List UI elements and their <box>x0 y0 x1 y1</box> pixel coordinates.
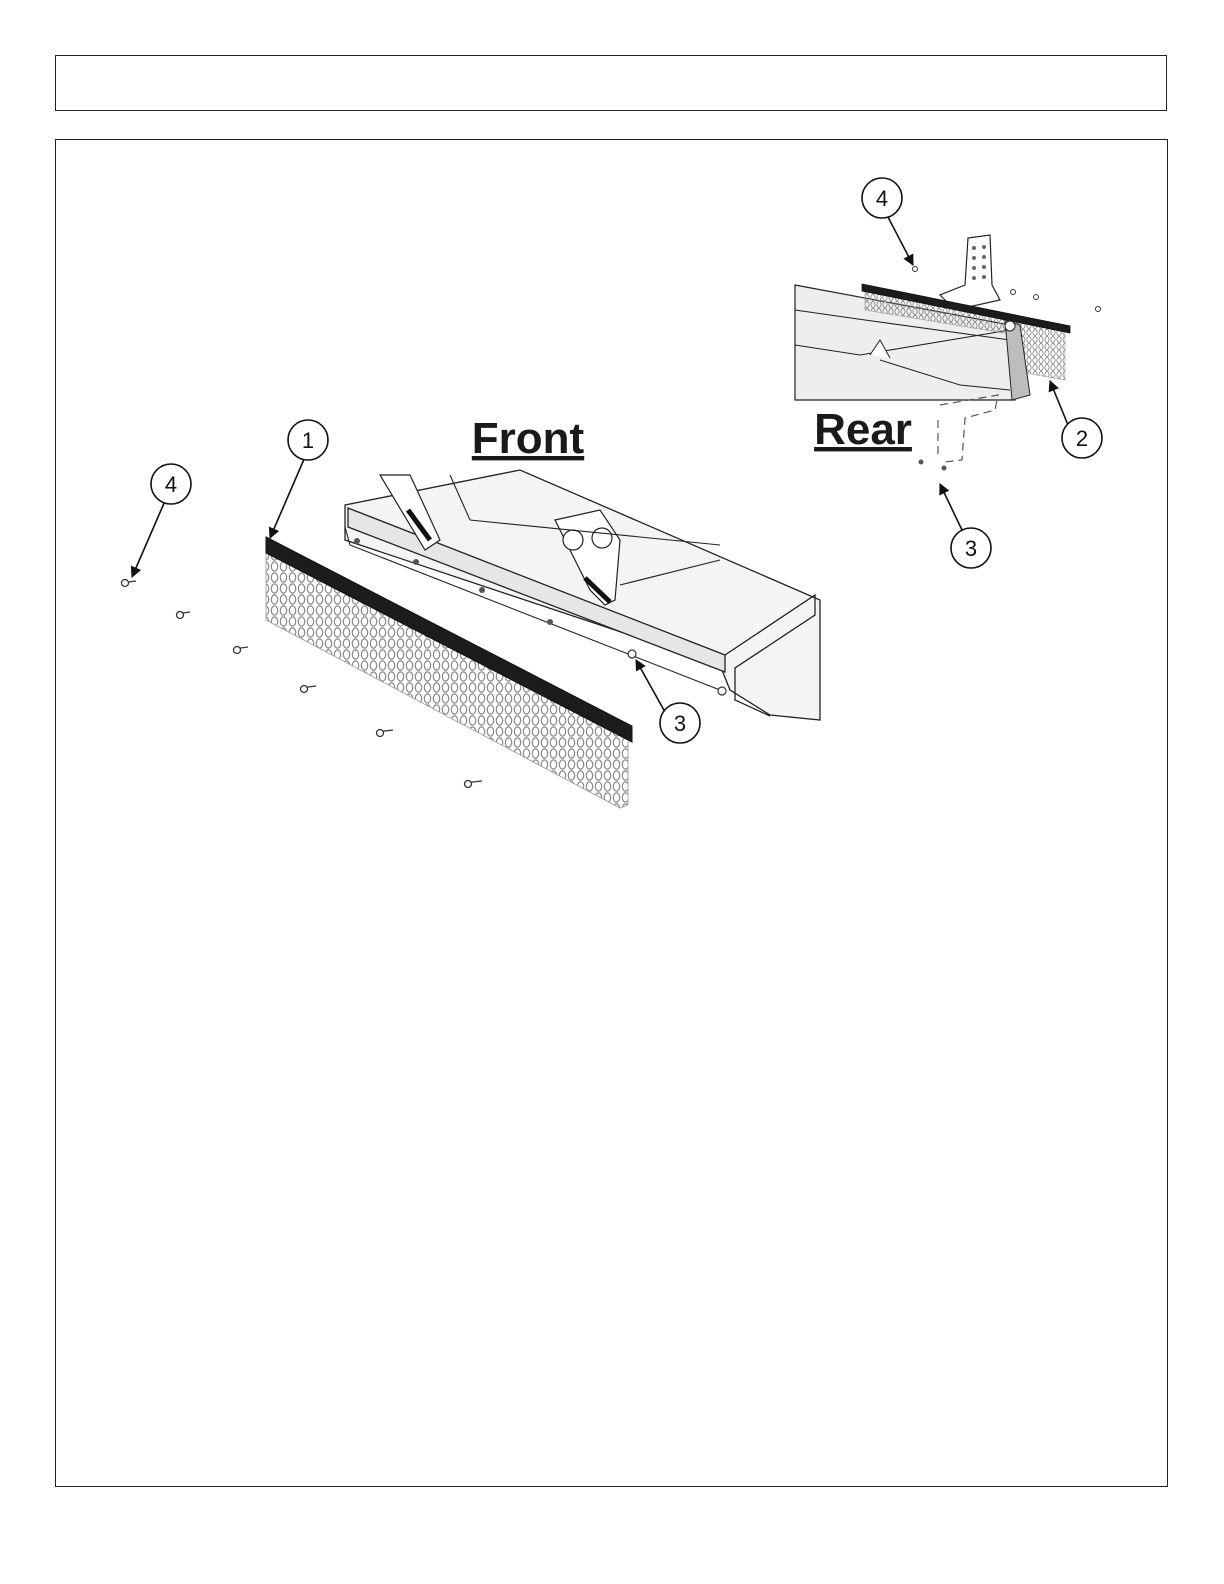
rear-callout-2-label: 2 <box>1076 426 1088 451</box>
front-callout-3-label: 3 <box>674 711 686 736</box>
front-callout-4: 4 <box>132 464 191 577</box>
front-callout-1: 1 <box>270 420 328 538</box>
rear-view-label: Rear <box>814 405 912 454</box>
front-callout-1-label: 1 <box>302 428 314 453</box>
rear-hitch-plate <box>940 235 1000 310</box>
front-view-label: Front <box>472 414 585 463</box>
rear-callout-4: 4 <box>862 178 913 265</box>
front-callout-4-label: 4 <box>165 472 177 497</box>
rear-callout-2: 2 <box>1050 381 1102 458</box>
rear-callout-3-label: 3 <box>965 536 977 561</box>
rear-view: Rear 4 2 3 <box>795 178 1102 568</box>
front-view: Front 1 4 3 <box>121 414 820 808</box>
rear-callout-4-label: 4 <box>876 186 888 211</box>
rear-callout-3: 3 <box>940 484 991 568</box>
front-callout-3: 3 <box>636 660 700 743</box>
